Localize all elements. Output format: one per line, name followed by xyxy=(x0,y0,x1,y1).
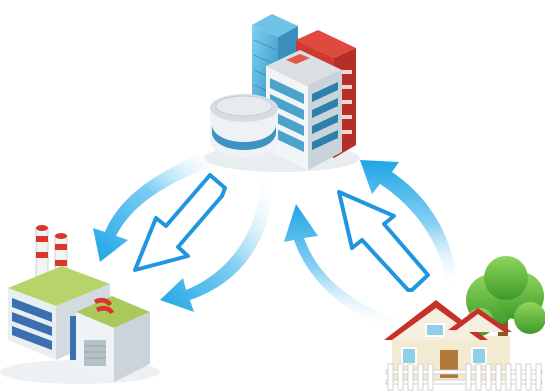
sweep-arrow-office-to-factory-upper xyxy=(93,150,218,262)
sweep-arrow-office-to-factory-lower xyxy=(160,178,274,312)
outlined-arrow-up-left xyxy=(337,190,430,292)
office-building-icon xyxy=(204,14,360,172)
factory-icon xyxy=(0,225,160,384)
sweep-arrow-house-to-office-left xyxy=(284,204,405,332)
house-icon xyxy=(384,256,545,391)
sweep-arrow-house-to-office-right xyxy=(360,160,458,288)
outlined-arrow-down-left xyxy=(133,173,227,272)
